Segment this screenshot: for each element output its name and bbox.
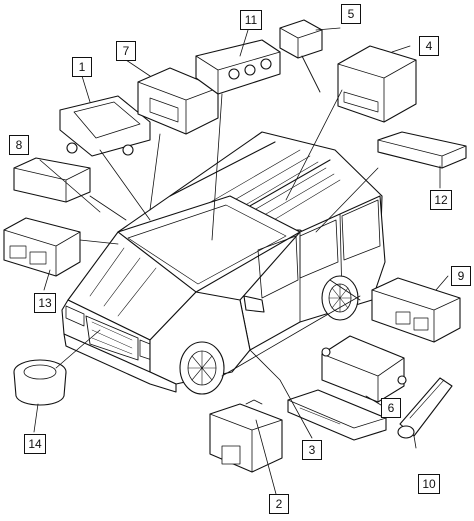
- callout-13: 13: [34, 293, 56, 313]
- component-2-connector-box: [209, 399, 283, 473]
- component-10-sensor: [397, 377, 453, 439]
- callout-6: 6: [381, 398, 401, 418]
- callout-4: 4: [419, 36, 439, 56]
- component-11-switch-module: [195, 39, 281, 95]
- callout-9: 9: [451, 266, 471, 286]
- callout-5: 5: [341, 4, 361, 24]
- component-12-module: [377, 131, 467, 169]
- callout-14: 14: [24, 434, 46, 454]
- callout-10: 10: [418, 474, 440, 494]
- component-1-bracket: [59, 95, 151, 157]
- callout-12: 12: [430, 190, 452, 210]
- leader-lines: [33, 27, 449, 495]
- callout-11: 11: [240, 10, 262, 30]
- component-3-flat-module: [287, 389, 387, 441]
- component-8-module: [13, 157, 91, 203]
- component-13-module: [3, 217, 81, 277]
- component-4-module: [337, 45, 417, 123]
- callout-7: 7: [116, 41, 136, 61]
- component-9-module: [371, 277, 461, 343]
- minivan-illustration: [61, 131, 386, 395]
- component-5-sensor: [279, 19, 323, 93]
- component-7-module: [137, 67, 219, 135]
- component-6-module: [321, 335, 407, 403]
- callout-2: 2: [269, 494, 289, 514]
- callout-3: 3: [302, 440, 322, 460]
- component-14-sensor: [13, 359, 67, 406]
- callout-1: 1: [72, 57, 92, 77]
- callout-8: 8: [9, 135, 29, 155]
